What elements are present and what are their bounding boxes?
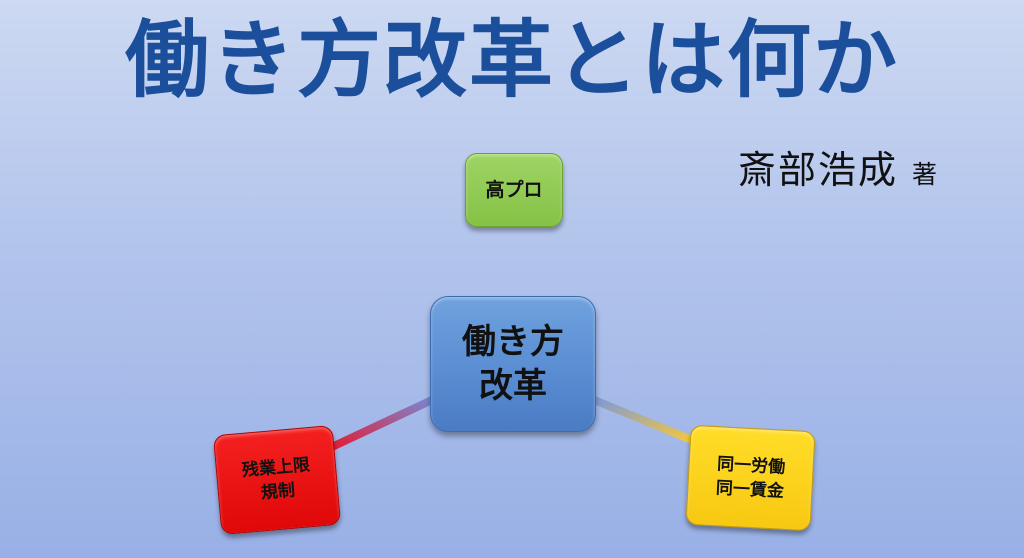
- connector-right: [590, 396, 696, 444]
- author-credit: 斎部浩成著: [738, 143, 978, 197]
- node-equal-pay: 同一労働 同一賃金: [685, 424, 816, 532]
- node-overtime-cap: 残業上限 規制: [212, 424, 342, 536]
- node-high-professional: 高プロ: [465, 153, 563, 227]
- author-suffix: 著: [912, 160, 938, 189]
- page-title: 働き方改革とは何か: [124, 11, 899, 109]
- connector-left: [330, 396, 436, 450]
- node-center-work-style-reform: 働き方 改革: [430, 296, 596, 432]
- author-name: 斎部浩成: [738, 148, 899, 192]
